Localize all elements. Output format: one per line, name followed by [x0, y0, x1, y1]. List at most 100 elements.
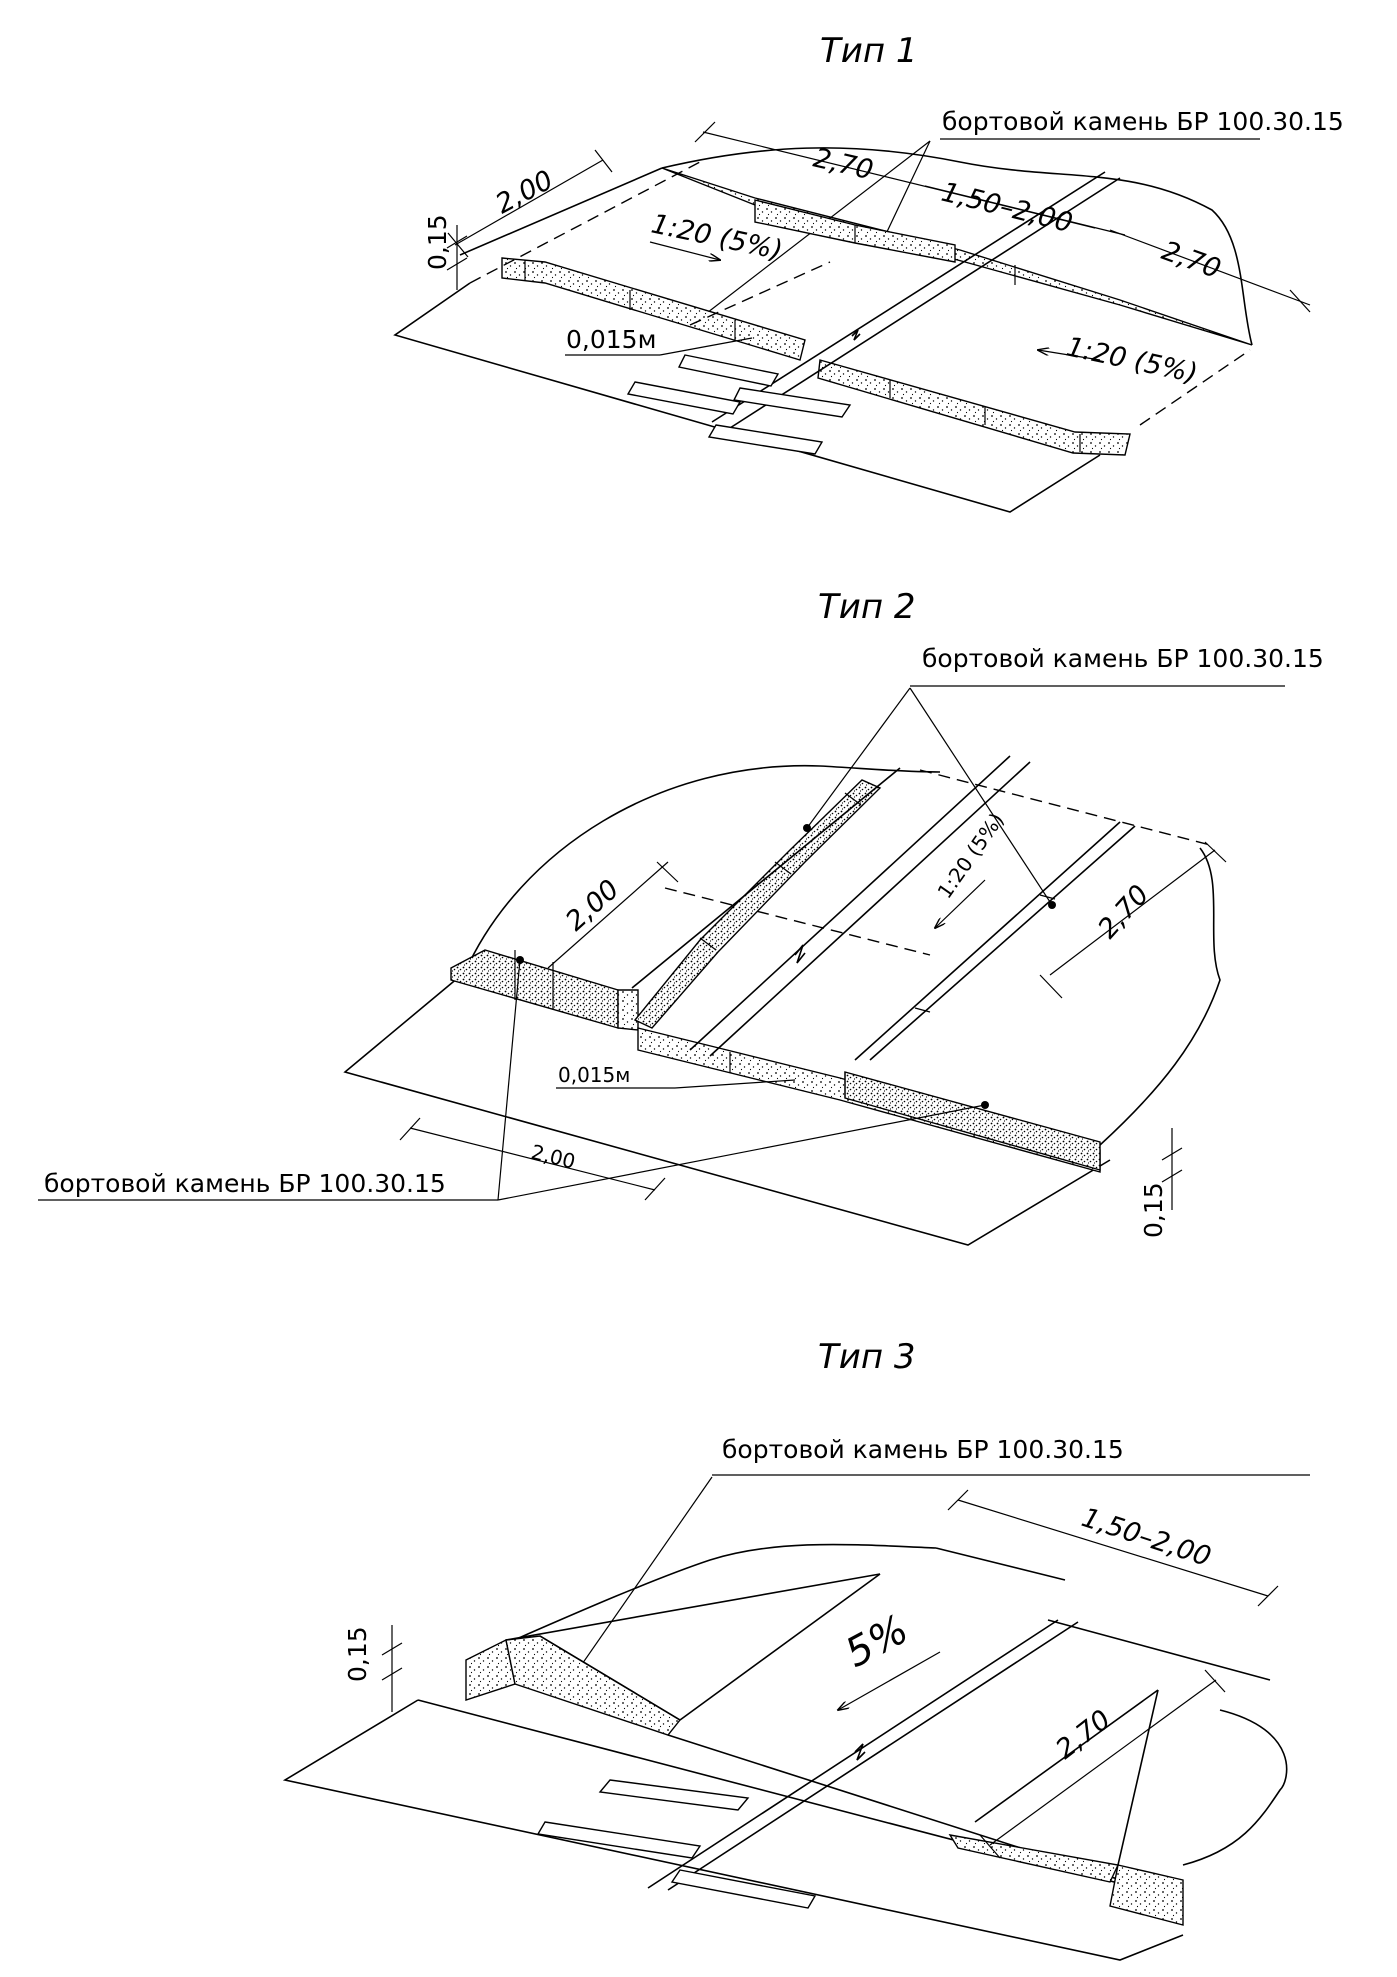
type1-curb-right — [817, 359, 1131, 456]
type2-curb-diagonal-edge — [631, 767, 901, 989]
type1-curb-left — [501, 257, 806, 361]
type1-dim-2-70-tick-a — [694, 121, 716, 143]
type2-dim-0-15: 0,15 — [1139, 1182, 1168, 1238]
type2-right-ramp-line-1 — [854, 821, 1121, 1061]
type1-dim-2-00-line — [454, 159, 604, 246]
type3-curb-left-outer — [539, 1635, 681, 1721]
type2-dim-2-00-bottom-tick-a — [399, 1117, 421, 1141]
type1-dim-0-15-tick-b — [446, 257, 468, 271]
type3-dim-2-70-tick-a — [979, 1834, 1001, 1859]
type1-dim-2-70-right-line — [1109, 229, 1311, 306]
type2-break-mark — [794, 944, 806, 964]
type3-break-mark — [854, 1743, 866, 1761]
type3-dim-1-50-tick-a — [947, 1489, 969, 1511]
type2-callout-top-dot-b — [1048, 901, 1056, 909]
type1-dim-1-50-2-00: 1,50–2,00 — [938, 177, 1075, 239]
type2-curb-bottom-right — [844, 1071, 1101, 1171]
type1-dashed-boundary-2 — [689, 261, 831, 326]
type1-dim-0-15-tick-a — [446, 235, 468, 249]
type3-upper-ramp-edge-2 — [1047, 1619, 1271, 1681]
type2-curb-diagonal-joint-3 — [844, 792, 862, 806]
type2-envelope — [464, 764, 941, 973]
type3-crossing-stripe-right — [667, 1621, 1079, 1891]
type2-callout-top-leader-b — [909, 687, 1053, 906]
type2-section: Тип 2 бортовой камень БР 100.30.15 — [38, 587, 1324, 1246]
type1-road-surface — [393, 282, 1101, 513]
type1-dim-0-15: 0,15 — [423, 214, 452, 270]
type1-gap: 0,015м — [566, 325, 656, 354]
type2-curb-left-block — [450, 949, 619, 1029]
type2-gap: 0,015м — [558, 1063, 630, 1087]
type2-callout-bottom-leader-a — [497, 959, 521, 1201]
type2-dim-2-00-top-tick — [656, 861, 679, 883]
type2-dim-0-15-tick-b — [1161, 1169, 1183, 1183]
type3-right-ramp-line-b — [1117, 1689, 1159, 1866]
type2-right-ramp-joint-2 — [1039, 894, 1056, 900]
type3-dim-2-70-tick-b — [1204, 1669, 1226, 1693]
type1-sidewalk-edge — [459, 167, 663, 256]
type1-title: Тип 1 — [820, 31, 918, 71]
type2-title: Тип 2 — [818, 587, 916, 627]
type1-break-mark — [851, 329, 861, 341]
type2-callout-bottom: бортовой камень БР 100.30.15 — [44, 1169, 446, 1198]
type3-curb-left-wedge — [505, 1635, 682, 1736]
type3-upper-ramp-edge — [935, 1547, 1066, 1581]
type2-dim-2-70-tick-b — [1204, 841, 1227, 863]
type2-right-ramp-joint-1 — [914, 1007, 931, 1013]
type3-slope: 5% — [838, 1606, 916, 1676]
type2-right-edge — [1099, 847, 1221, 1146]
type3-dim-1-50-2-00: 1,50–2,00 — [1078, 1502, 1215, 1573]
type2-crossing-stripe-right — [709, 761, 1031, 1057]
type2-curb-left-end — [617, 989, 639, 1031]
type1-gap-leader-diag — [659, 337, 753, 356]
type2-dim-2-00-bottom-line — [409, 1127, 656, 1191]
type1-callout-leader-b — [884, 140, 931, 237]
type3-right-ramp-line-a — [974, 1689, 1159, 1823]
type1-dim-2-00-tick-b — [594, 149, 613, 173]
type3-dim-2-70-line — [989, 1679, 1217, 1846]
type3-zebra-pad-2 — [536, 1821, 702, 1859]
type2-callout-bottom-dot-a — [516, 956, 524, 964]
type3-crossing-stripe-left — [647, 1619, 1059, 1889]
type3-curb-right-wedge — [948, 1834, 1120, 1883]
type1-dim-2-70-right-tick — [1289, 289, 1311, 313]
type1-dim-2-00-tick-a — [447, 232, 469, 258]
type2-road-surface — [343, 971, 1111, 1246]
type3-dim-1-50-line — [957, 1499, 1269, 1597]
type3-callout-leader — [570, 1476, 713, 1681]
type2-curb-diagonal-joint-2 — [774, 861, 792, 875]
type1-dim-1-50-line — [924, 185, 1126, 236]
type2-crossing-stripe-left — [689, 755, 1011, 1051]
type3-dim-1-50-tick-b — [1257, 1585, 1279, 1607]
type1-sidewalk-envelope — [661, 147, 1253, 346]
type3-zebra-pad-1 — [598, 1779, 750, 1811]
type1-zebra-pad-4 — [707, 424, 824, 455]
type2-slope: 1:20 (5%) — [932, 808, 1008, 903]
type2-slope-arrow — [935, 879, 986, 928]
type2-dim-2-00-bottom-tick-b — [644, 1177, 666, 1201]
type3-title: Тип 3 — [818, 1337, 916, 1377]
type2-dim-2-70-line — [1049, 849, 1216, 976]
type2-dashed-mid — [664, 887, 931, 956]
type3-section: Тип 3 бортовой камень БР 100.30.15 — [282, 1337, 1310, 1961]
type1-crossing-stripe-right — [729, 177, 1121, 429]
type2-dashed-top — [919, 769, 1211, 846]
type2-callout-top-leader-a — [806, 687, 911, 829]
type2-callout-bottom-dot-b — [981, 1101, 989, 1109]
type2-callout-top-dot-a — [803, 824, 811, 832]
type1-dashed-boundary-1 — [469, 161, 701, 284]
type1-dim-2-00: 2,00 — [491, 165, 559, 221]
type2-curb-diagonal-joint-1 — [699, 937, 717, 951]
type2-dim-2-00-top-line — [547, 861, 669, 969]
type3-curb-right-block — [1109, 1864, 1184, 1926]
type2-dim-2-70: 2,70 — [1092, 879, 1155, 944]
type3-slope-arrow — [838, 1651, 941, 1710]
type2-right-ramp-line-2 — [869, 825, 1136, 1061]
type2-callout-top: бортовой камень БР 100.30.15 — [922, 644, 1324, 673]
type3-callout: бортовой камень БР 100.30.15 — [722, 1435, 1124, 1464]
type1-zebra-pad-3 — [626, 381, 742, 415]
type1-slope-arrow-left — [649, 241, 720, 260]
type1-slope-arrow-right — [1038, 350, 1101, 361]
type3-dim-0-15-tick-b — [381, 1667, 403, 1681]
